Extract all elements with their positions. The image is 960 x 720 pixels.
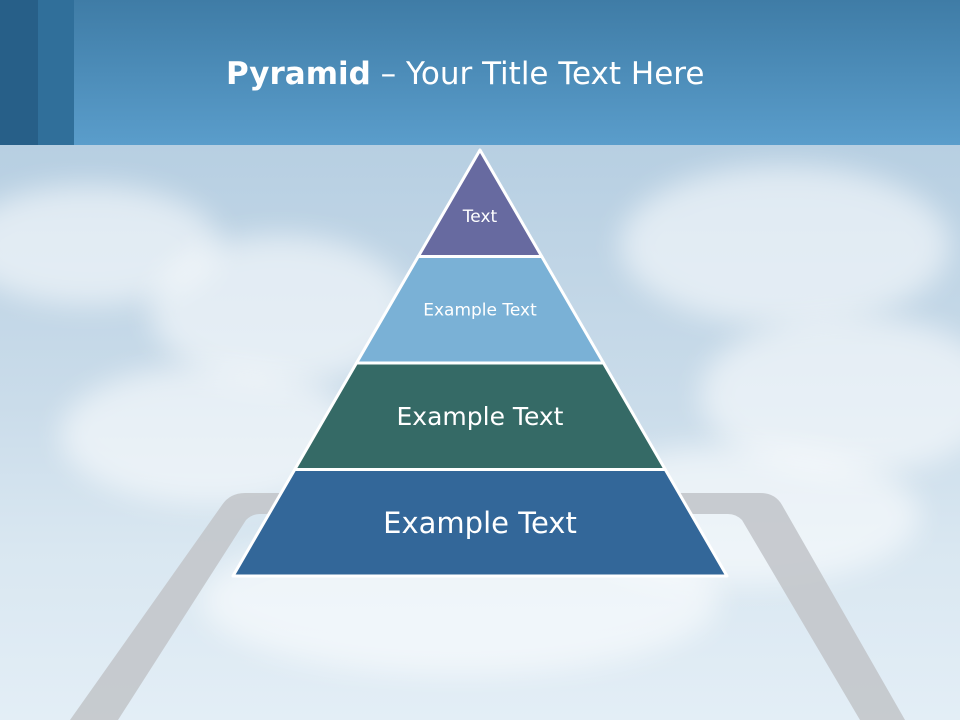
title-bold: Pyramid [226,56,371,92]
header-band: Pyramid – Your Title Text Here [0,0,960,145]
pyramid-level-1 [416,148,544,258]
pyramid-level-2-label: Example Text [423,301,537,321]
cloud [620,165,950,325]
header-accent-stripe [38,0,74,145]
title-rest: – Your Title Text Here [370,56,705,92]
pyramid-level-4 [231,468,729,578]
pyramid-level-1-label: Text [462,207,498,227]
pyramid-level-3-label: Example Text [397,402,564,431]
header-accent-stripe [0,0,38,145]
pyramid-level-4-label: Example Text [383,506,577,540]
slide-title: Pyramid – Your Title Text Here [226,52,704,96]
